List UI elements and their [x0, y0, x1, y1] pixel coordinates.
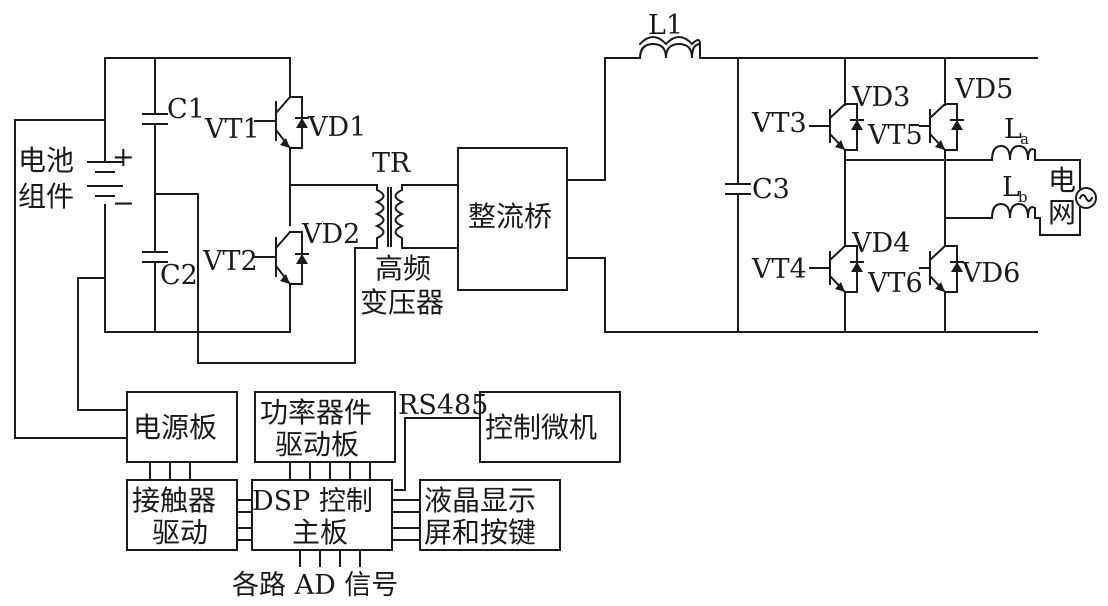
lcd-line2: 屏和按键 — [424, 516, 536, 549]
transformer-label-line1: 高频 — [375, 252, 431, 285]
driver-board-line1: 功率器件 — [260, 396, 372, 429]
ac-source-symbol — [1075, 187, 1097, 209]
contactor-line2: 驱动 — [152, 516, 208, 549]
rs485-label: RS485 — [398, 390, 488, 421]
battery-label-line2: 组件 — [18, 180, 74, 213]
grid-label-line2: 网 — [1048, 196, 1076, 229]
grid-label-line1: 电 — [1048, 164, 1076, 197]
battery-section: + − 电池 组件 — [18, 57, 291, 333]
half-bridge-switches: VT1 VD1 VT2 VD2 — [202, 57, 378, 333]
contactor-line1: 接触器 — [132, 484, 216, 517]
micro-label: 控制微机 — [485, 411, 597, 444]
rectifier-label: 整流桥 — [468, 200, 552, 233]
output-filter: L a L b 电 网 — [990, 114, 1097, 236]
vd4-label: VD4 — [851, 228, 910, 259]
tr-label: TR — [372, 148, 411, 179]
control-section: 电源板 功率器件 驱动板 控制微机 RS485 接触器 驱动 DSP 控制 主板… — [14, 119, 621, 601]
dsp-line2: 主板 — [292, 516, 348, 549]
transformer: TR 高频 变压器 — [354, 148, 459, 319]
vt2-label: VT2 — [202, 246, 258, 277]
lb-label: L — [1002, 172, 1020, 203]
battery-minus: − — [112, 188, 135, 219]
la-label: L — [1004, 114, 1022, 145]
battery-symbol — [87, 161, 123, 197]
rectifier-bridge: 整流桥 — [457, 57, 1038, 333]
power-board-label: 电源板 — [133, 411, 217, 444]
full-bridge-inverter: VT3 VD3 VT4 VD4 VT5 VD5 VT6 VD6 — [751, 57, 1020, 333]
dc-link: L1 C3 — [638, 10, 1038, 333]
vt5-label: VT5 — [867, 120, 923, 151]
lcd-line1: 液晶显示 — [424, 484, 536, 517]
vt3-label: VT3 — [751, 108, 807, 139]
vd3-label: VD3 — [851, 82, 910, 113]
vt6-label: VT6 — [867, 268, 923, 299]
vd6-label: VD6 — [961, 258, 1020, 289]
c2-label: C2 — [160, 260, 198, 291]
vd5-label: VD5 — [954, 74, 1013, 105]
vd2-label: VD2 — [301, 219, 360, 250]
transformer-label-line2: 变压器 — [360, 286, 444, 319]
ad-signals-label: 各路 AD 信号 — [232, 570, 398, 601]
c3-label: C3 — [752, 174, 790, 205]
driver-board-line2: 驱动板 — [275, 428, 359, 461]
dsp-line1: DSP 控制 — [252, 486, 373, 517]
split-capacitors: C1 C2 — [142, 57, 356, 364]
la-subscript: a — [1020, 130, 1029, 148]
lb-subscript: b — [1018, 188, 1028, 206]
c1-label: C1 — [167, 94, 205, 125]
vt1-label: VT1 — [204, 114, 260, 145]
l1-label: L1 — [648, 10, 683, 41]
vd1-label: VD1 — [307, 112, 366, 143]
vt4-label: VT4 — [751, 254, 807, 285]
battery-label-line1: 电池 — [18, 144, 74, 177]
battery-plus: + — [112, 142, 135, 173]
